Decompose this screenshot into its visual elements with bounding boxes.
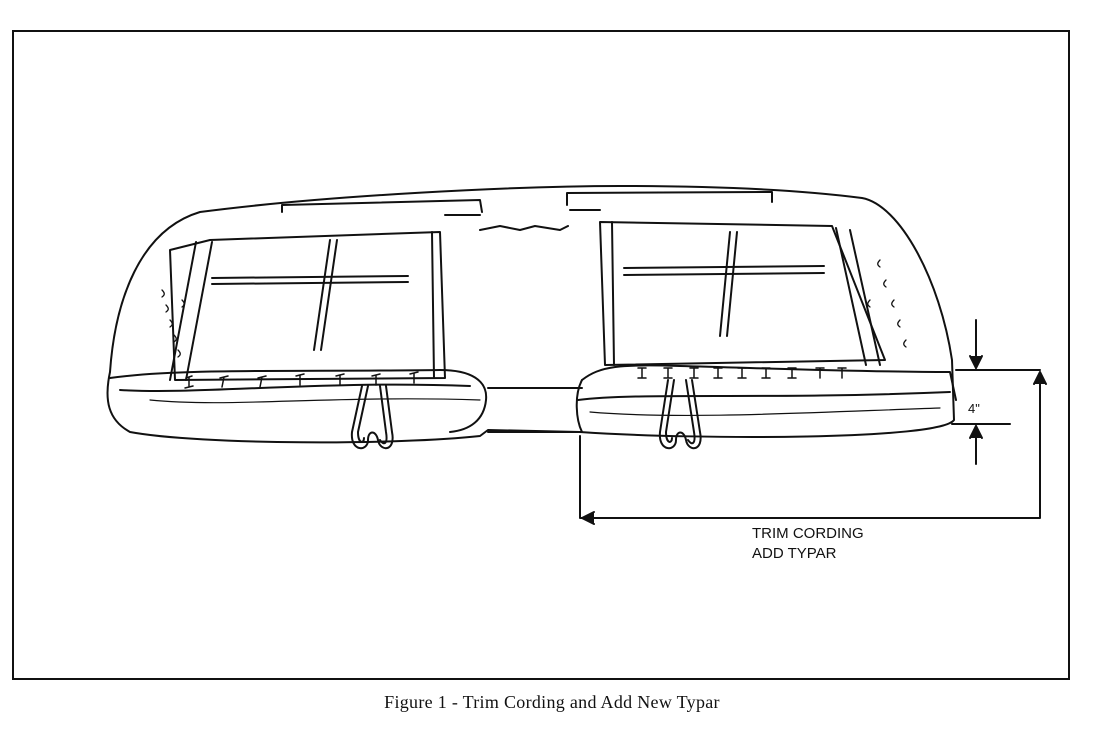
left-side-stitches: [161, 289, 185, 358]
note-trim-cording: TRIM CORDING: [752, 525, 864, 542]
left-staples: [184, 371, 419, 389]
right-wire-clip: [658, 379, 702, 450]
right-staples: [637, 367, 847, 379]
cushion-outline: [106, 185, 955, 444]
left-rear-tab: [281, 199, 483, 213]
right-cross-vertical: [719, 231, 731, 337]
right-padding-roll: [581, 364, 957, 401]
left-cross-vertical: [313, 239, 331, 351]
note-add-typar: ADD TYPAR: [752, 545, 837, 562]
right-cross-horizontal: [623, 265, 825, 269]
right-frame: [599, 221, 886, 366]
figure-caption: Figure 1 - Trim Cording and Add New Typa…: [384, 692, 720, 712]
left-padding-roll: [109, 369, 488, 433]
left-wire-clip: [350, 385, 394, 450]
left-cross-horizontal: [211, 275, 409, 279]
center-notch: [479, 225, 569, 231]
right-side-stitches: [867, 259, 907, 348]
right-rear-tab: [566, 191, 773, 206]
left-frame: [169, 231, 446, 381]
dimension-label: 4": [968, 401, 980, 416]
dimension-4in: [951, 319, 1041, 465]
figure-frame: [12, 30, 1070, 680]
trim-leader: [579, 371, 1047, 525]
